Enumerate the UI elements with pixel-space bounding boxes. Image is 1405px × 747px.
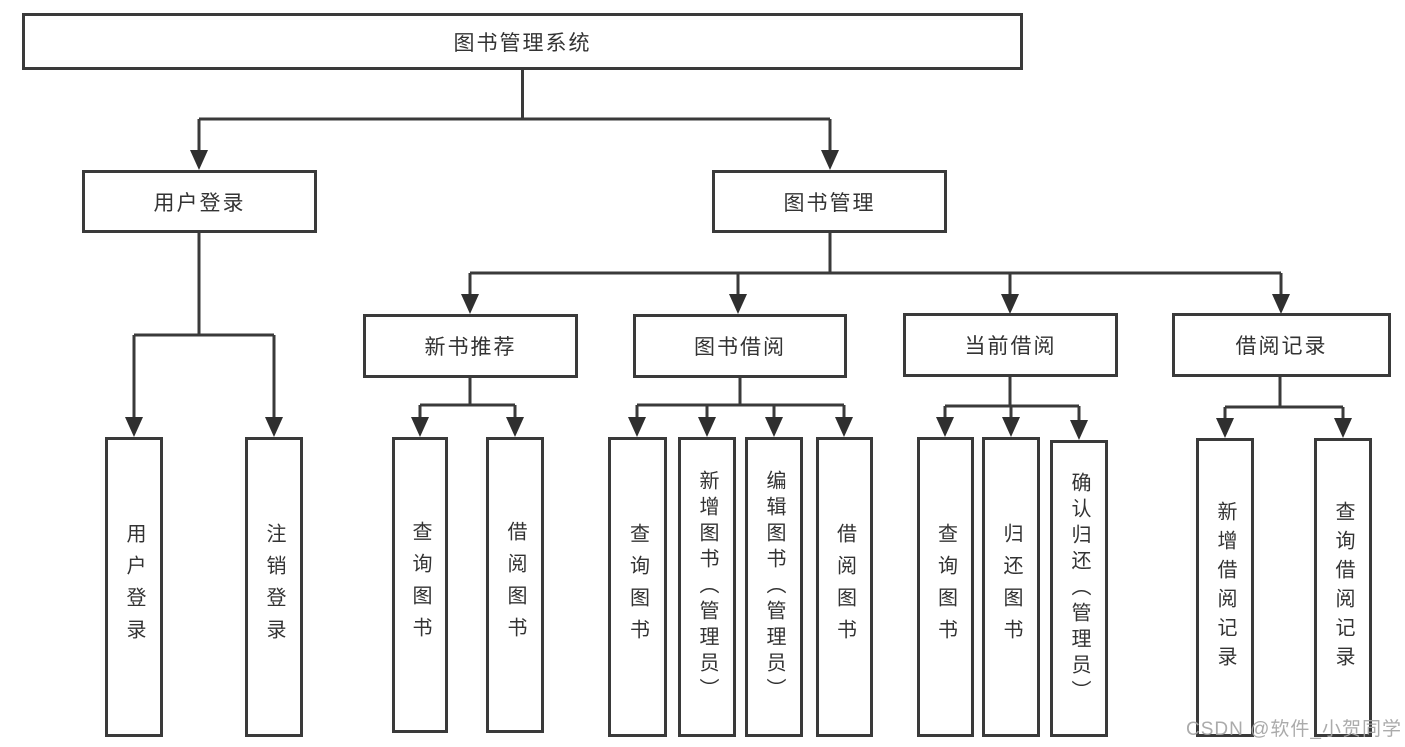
leaf-newbook-borrow-book: 借阅图书 xyxy=(486,437,544,733)
leaf-borrow-book: 借阅图书 xyxy=(816,437,873,737)
node-book-borrow: 图书借阅 xyxy=(633,314,847,378)
node-book-management: 图书管理 xyxy=(712,170,947,233)
leaf-return-book: 归还图书 xyxy=(982,437,1040,737)
leaf-user-login: 用户登录 xyxy=(105,437,163,737)
node-current-borrow: 当前借阅 xyxy=(903,313,1118,377)
csdn-watermark: CSDN @软件_小贺同学 xyxy=(1186,719,1402,740)
node-new-book-recommend: 新书推荐 xyxy=(363,314,578,378)
node-borrow-record: 借阅记录 xyxy=(1172,313,1391,377)
leaf-query-borrow-record: 查询借阅记录 xyxy=(1314,438,1372,737)
leaf-newbook-query-book: 查询图书 xyxy=(392,437,448,733)
leaf-edit-book-admin: 编辑图书（管理员） xyxy=(745,437,803,737)
arrowheads xyxy=(125,150,1352,440)
leaf-borrow-query-book: 查询图书 xyxy=(608,437,667,737)
leaf-add-borrow-record: 新增借阅记录 xyxy=(1196,438,1254,737)
node-library-management-system: 图书管理系统 xyxy=(22,13,1023,70)
leaf-current-query-book: 查询图书 xyxy=(917,437,974,737)
leaf-logout: 注销登录 xyxy=(245,437,303,737)
leaf-confirm-return-admin: 确认归还（管理员） xyxy=(1050,440,1108,737)
node-user-login: 用户登录 xyxy=(82,170,317,233)
leaf-add-book-admin: 新增图书（管理员） xyxy=(678,437,736,737)
